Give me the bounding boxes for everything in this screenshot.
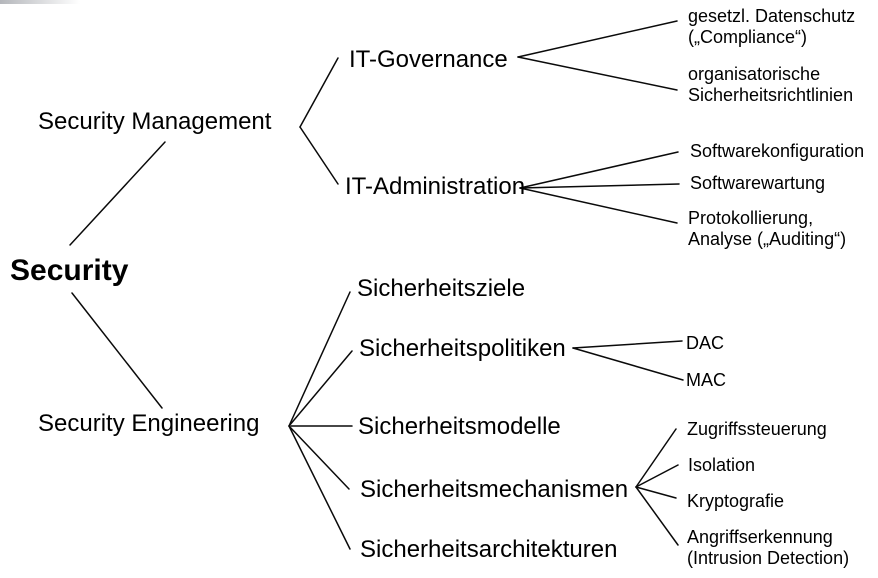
edge-governance-datenschutz: [517, 20, 678, 58]
edge-management-governance: [299, 57, 339, 128]
node-isolation: Isolation: [688, 455, 756, 475]
node-angriffserkennung-line1: Angriffserkennung: [687, 527, 833, 547]
node-softwarekonfiguration: Softwarekonfiguration: [690, 141, 865, 161]
edge-administration-softwarewartung: [519, 183, 680, 189]
node-softwarewartung: Softwarewartung: [690, 173, 826, 193]
node-mac: MAC: [686, 370, 726, 390]
edge-security-engineering: [71, 292, 163, 409]
node-sicherheitsziele: Sicherheitsziele: [357, 275, 526, 302]
node-kryptografie: Kryptografie: [687, 491, 785, 511]
edge-management-administration: [299, 126, 339, 185]
node-angriffserkennung-line2: (Intrusion Detection): [687, 548, 850, 568]
edge-mechanismen-angriffserkennung: [635, 486, 679, 546]
node-gesetzl-datenschutz-line2: („Compliance“): [688, 27, 808, 47]
node-sicherheitsmechanismen: Sicherheitsmechanismen: [360, 476, 629, 503]
edge-governance-richtlinien: [517, 56, 678, 91]
node-gesetzl-datenschutz: gesetzl. Datenschutz („Compliance“): [688, 6, 855, 48]
node-gesetzl-datenschutz-line1: gesetzl. Datenschutz: [688, 6, 856, 26]
edge-politiken-mac: [572, 347, 684, 381]
edge-security-management: [69, 141, 166, 246]
edge-engineering-ziele: [288, 291, 351, 427]
edge-administration-softwarekonfiguration: [519, 151, 679, 189]
node-security-management: Security Management: [38, 108, 272, 135]
edge-engineering-politiken: [288, 350, 353, 427]
node-it-governance: IT-Governance: [349, 46, 508, 73]
node-sicherheitspolitiken: Sicherheitspolitiken: [359, 335, 566, 362]
node-dac: DAC: [686, 333, 725, 353]
edge-administration-protokollierung: [519, 187, 678, 224]
edge-mechanismen-kryptografie: [635, 486, 677, 499]
node-zugriffssteuerung: Zugriffssteuerung: [687, 419, 827, 439]
edge-mechanismen-zugriffssteuerung: [635, 428, 677, 488]
node-security-engineering: Security Engineering: [38, 410, 260, 437]
node-sicherheitsmodelle: Sicherheitsmodelle: [358, 413, 561, 440]
node-angriffserkennung: Angriffserkennung (Intrusion Detection): [687, 527, 849, 569]
node-it-administration: IT-Administration: [345, 173, 526, 200]
node-organisatorische-richtlinien-line2: Sicherheitsrichtlinien: [688, 85, 854, 105]
node-protokollierung-analyse-line2: Analyse („Auditing“): [688, 229, 847, 249]
node-organisatorische-richtlinien-line1: organisatorische: [688, 64, 821, 84]
edge-mechanismen-isolation: [635, 464, 679, 488]
edge-engineering-architekturen: [288, 425, 351, 550]
node-protokollierung-analyse: Protokollierung, Analyse („Auditing“): [688, 208, 846, 250]
edge-engineering-mechanismen: [288, 425, 350, 490]
node-sicherheitsarchitekturen: Sicherheitsarchitekturen: [360, 536, 618, 563]
top-left-scan-artifact: [0, 0, 80, 4]
node-protokollierung-analyse-line1: Protokollierung,: [688, 208, 814, 228]
node-organisatorische-richtlinien: organisatorische Sicherheitsrichtlinien: [688, 64, 853, 106]
node-security: Security: [10, 254, 129, 287]
edge-politiken-dac: [572, 340, 683, 349]
